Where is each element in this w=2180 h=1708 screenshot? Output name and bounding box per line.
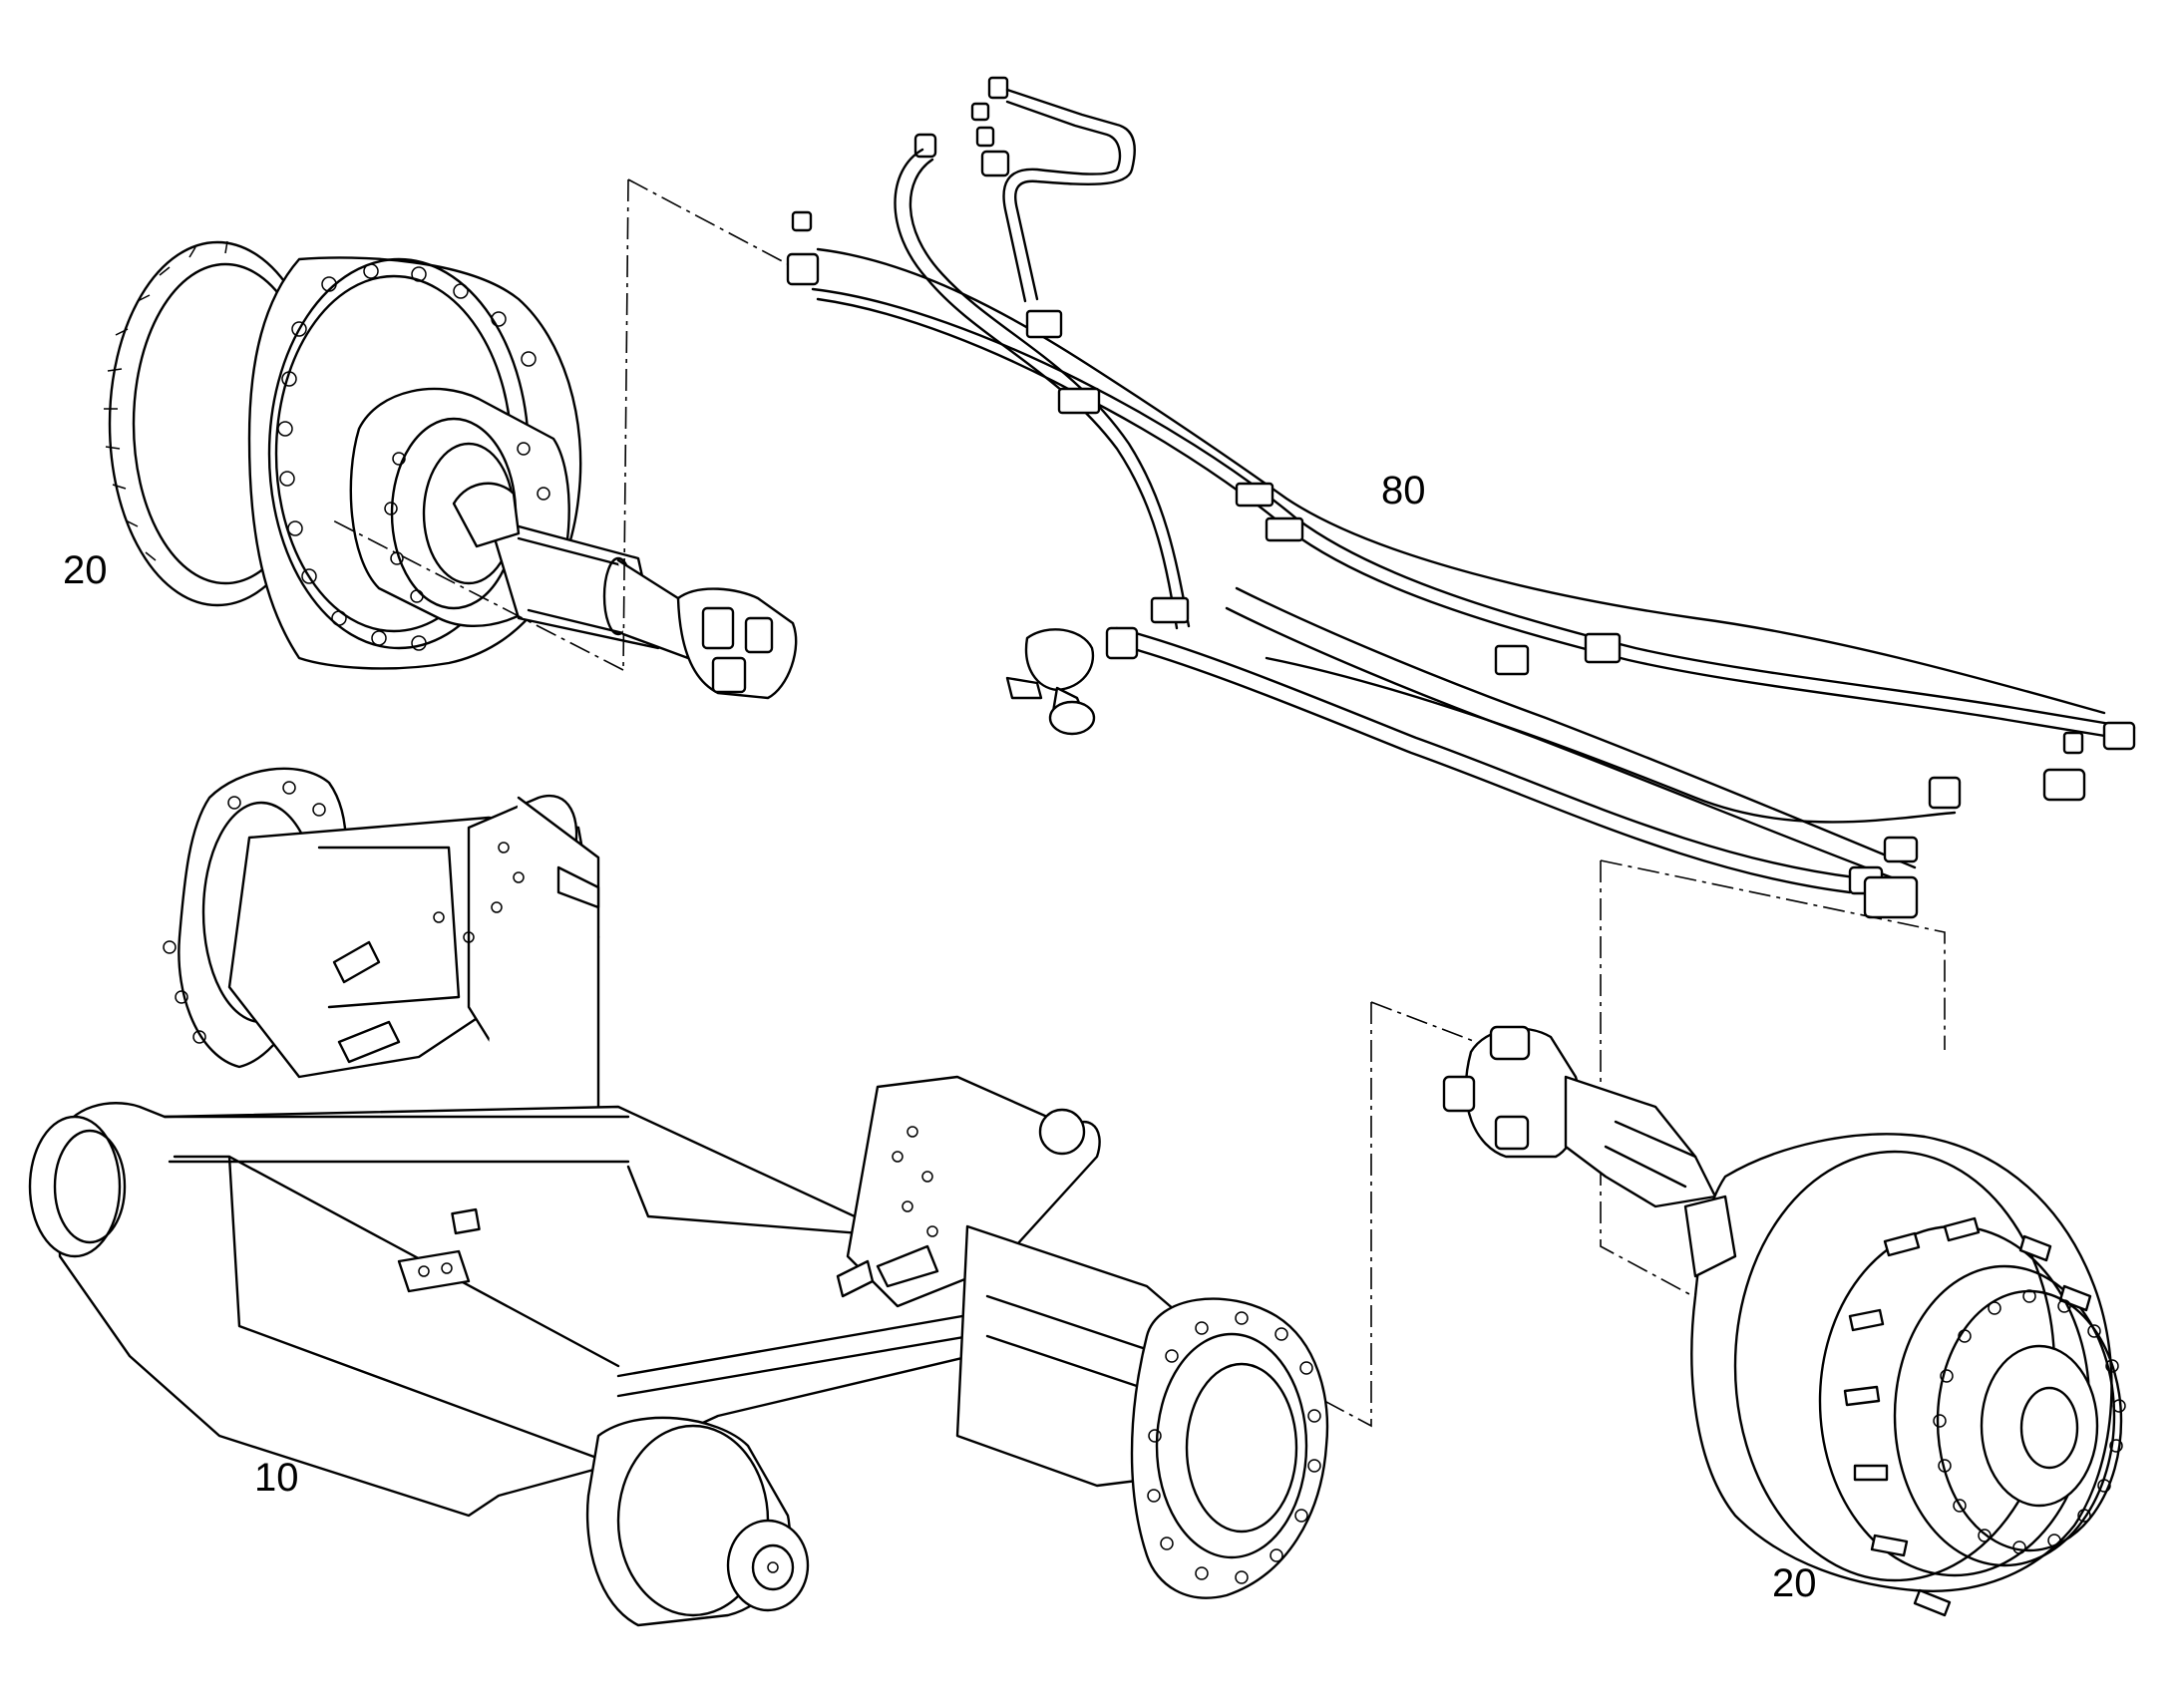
left-wheel-hub-assembly	[104, 240, 798, 700]
callout-label-20-left: 20	[63, 548, 108, 592]
assembly-guide-line	[1600, 859, 1946, 1317]
callout-label-80: 80	[1381, 469, 1426, 512]
hydraulic-hose-harness	[786, 76, 2136, 919]
right-wheel-hub-assembly	[1442, 1025, 2126, 1617]
axle-housing	[28, 767, 1329, 1627]
callout-label-10: 10	[254, 1456, 299, 1500]
callout-label-20-right: 20	[1772, 1561, 1817, 1605]
assembly-guide-line	[328, 178, 789, 671]
